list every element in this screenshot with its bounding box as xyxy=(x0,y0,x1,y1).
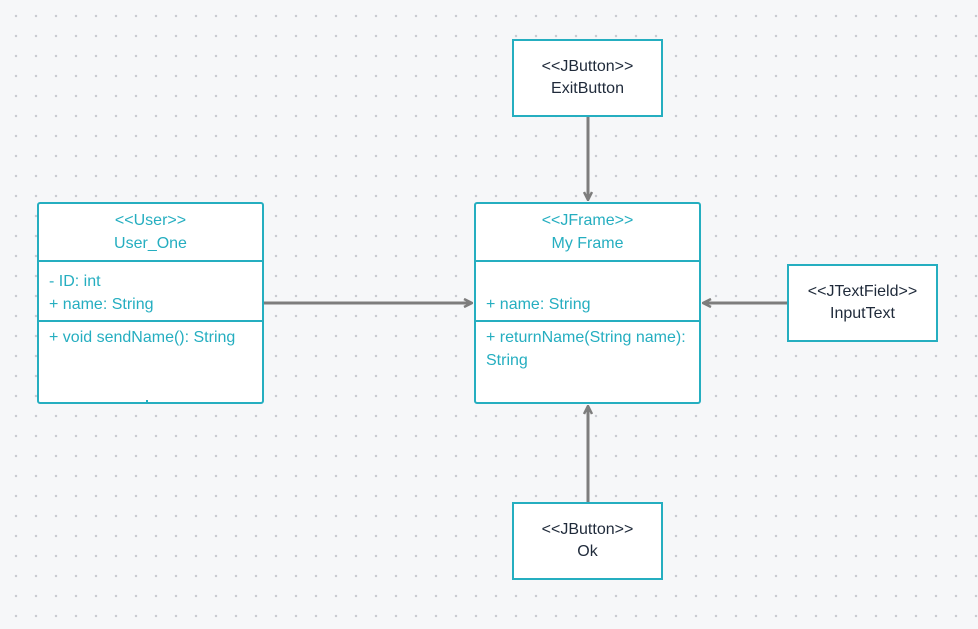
ok-box[interactable]: <<JButton>> Ok xyxy=(512,502,663,580)
my-frame-header: <<JFrame>> My Frame xyxy=(476,204,699,262)
my-frame-attributes: + name: String xyxy=(476,262,699,322)
user-one-attribute: + name: String xyxy=(49,296,154,313)
user-one-attribute: - ID: int xyxy=(49,273,101,290)
my-frame-operations: + returnName(String name): String xyxy=(476,322,699,376)
stray-dot xyxy=(146,400,148,402)
user-one-name: User_One xyxy=(114,235,187,252)
my-frame-stereotype: <<JFrame>> xyxy=(541,212,634,229)
my-frame-operation: + returnName(String name): String xyxy=(486,329,686,369)
my-frame-name: My Frame xyxy=(551,235,624,252)
exitbutton-name: ExitButton xyxy=(551,80,624,97)
user-one-operation: + void sendName(): String xyxy=(49,329,236,346)
my-frame-attribute: + name: String xyxy=(486,296,591,313)
exitbutton-box[interactable]: <<JButton>> ExitButton xyxy=(512,39,663,117)
user-one-stereotype: <<User>> xyxy=(114,212,187,229)
user-one-operations: + void sendName(): String xyxy=(39,322,262,353)
exitbutton-stereotype: <<JButton>> xyxy=(541,58,634,75)
user-one-attributes: - ID: int + name: String xyxy=(39,262,262,322)
inputtext-stereotype: <<JTextField>> xyxy=(807,283,918,300)
inputtext-name: InputText xyxy=(830,305,895,322)
user-one-class[interactable]: <<User>> User_One - ID: int + name: Stri… xyxy=(37,202,264,404)
my-frame-class[interactable]: <<JFrame>> My Frame + name: String + ret… xyxy=(474,202,701,404)
user-one-header: <<User>> User_One xyxy=(39,204,262,262)
inputtext-box[interactable]: <<JTextField>> InputText xyxy=(787,264,938,342)
ok-stereotype: <<JButton>> xyxy=(541,521,634,538)
ok-name: Ok xyxy=(577,543,598,560)
